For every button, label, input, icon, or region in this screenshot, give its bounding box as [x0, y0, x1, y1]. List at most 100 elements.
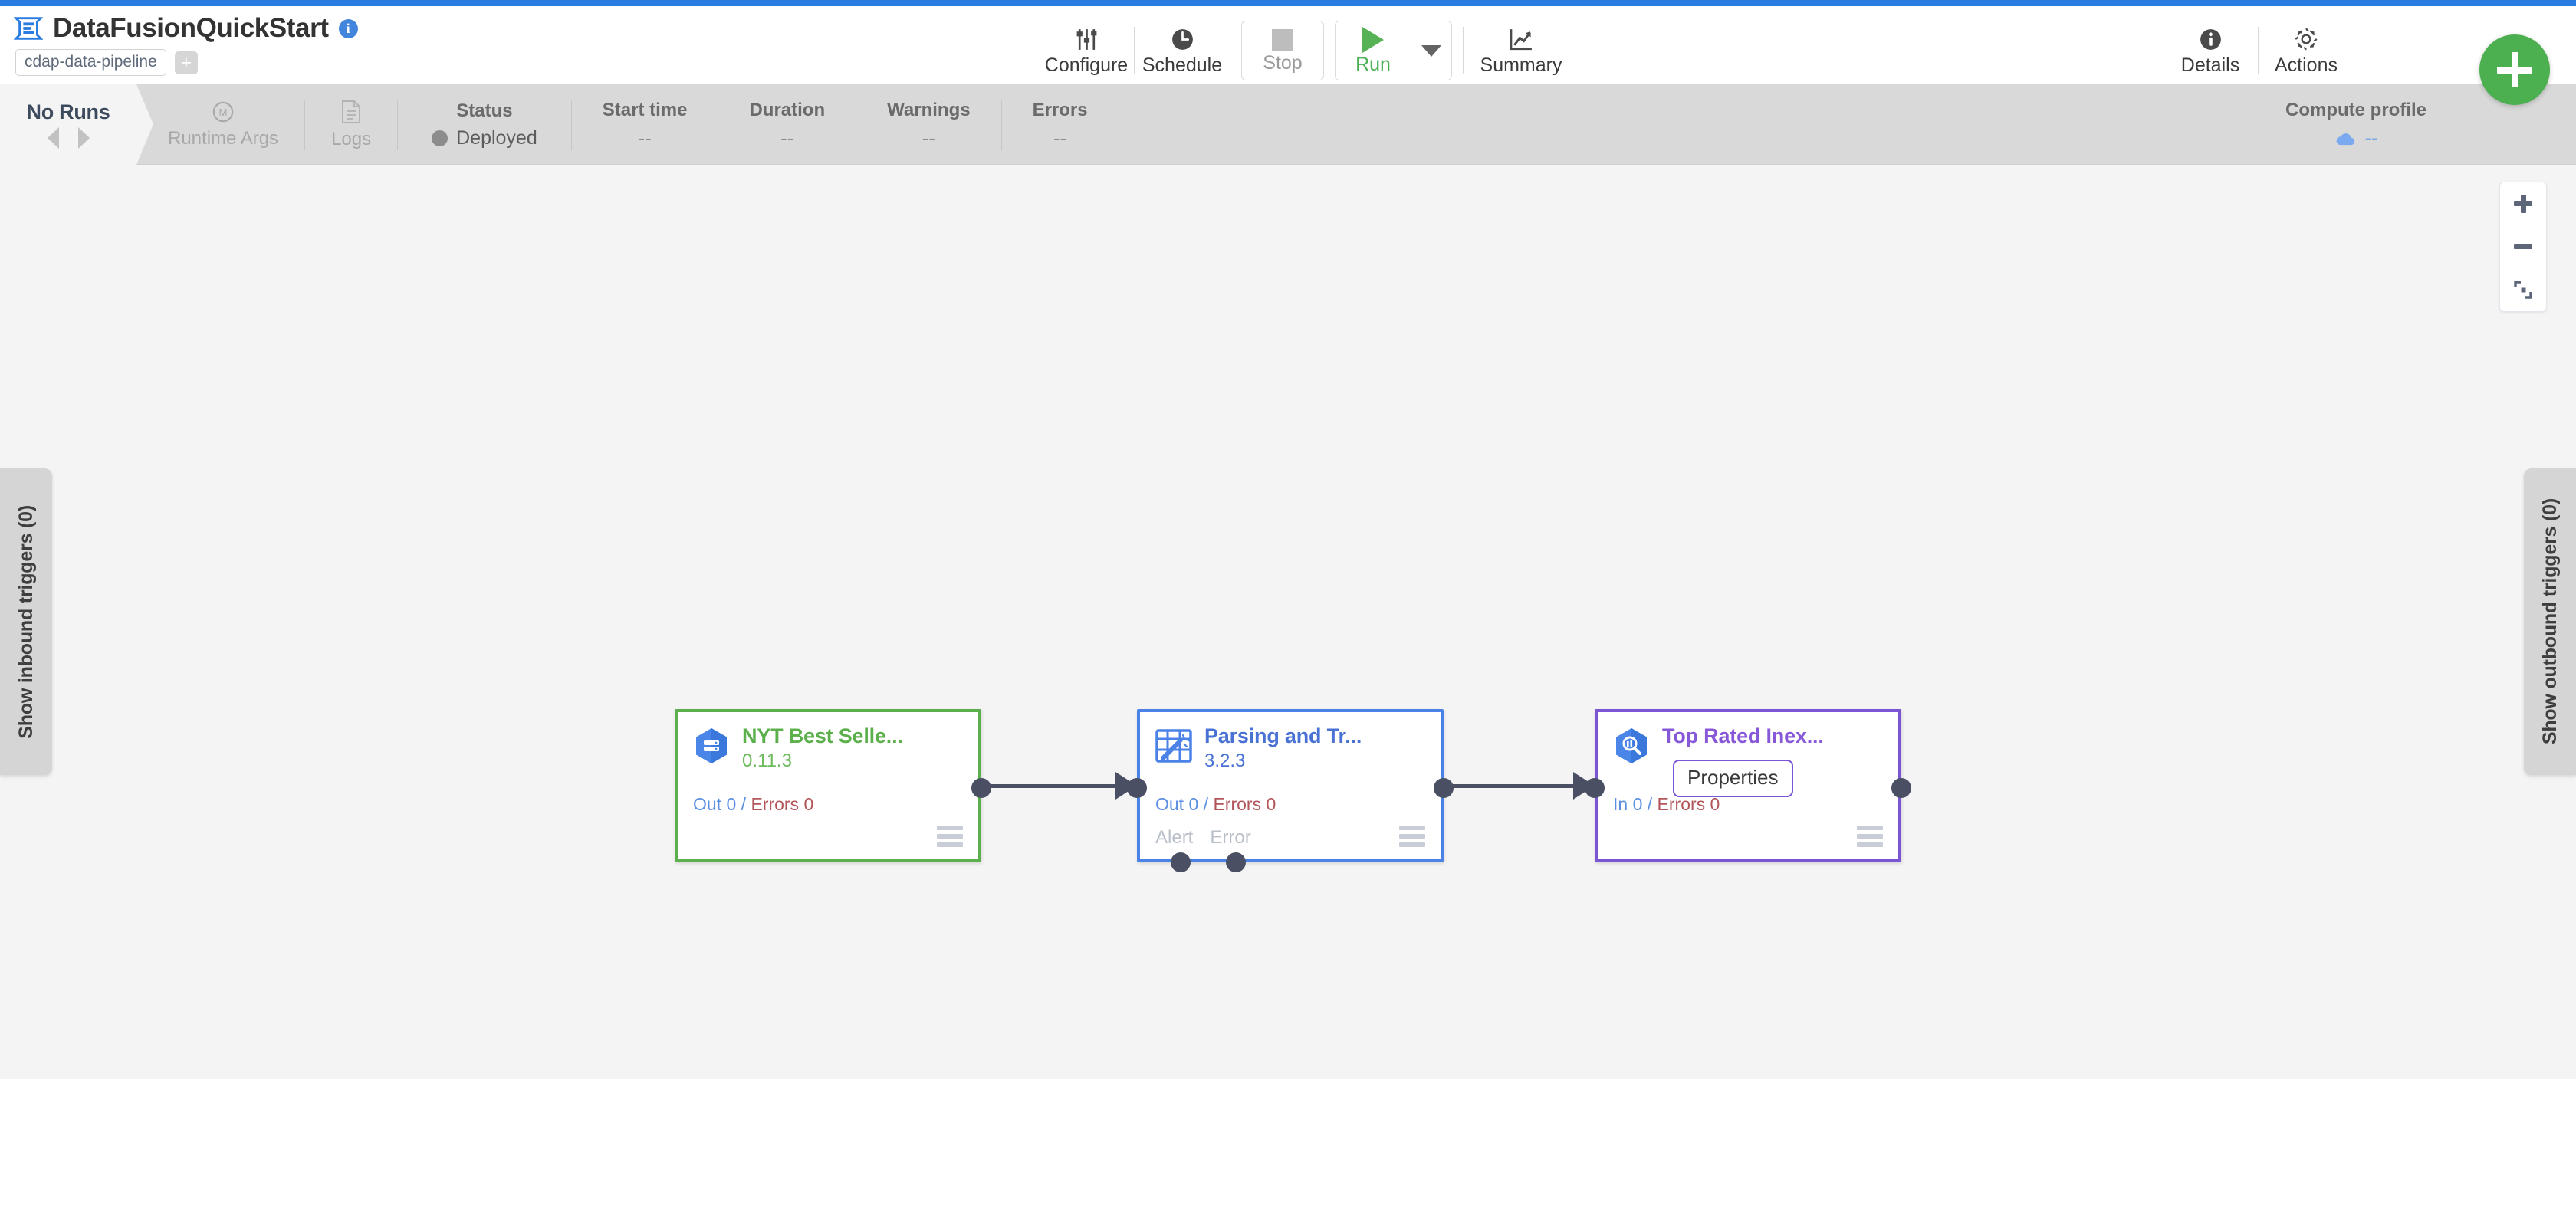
- stop-square-icon: [1272, 28, 1293, 51]
- outbound-triggers-label: Show outbound triggers (0): [2538, 498, 2561, 745]
- node-metrics-separator: /: [1642, 794, 1658, 814]
- menu-line: [1399, 842, 1425, 847]
- menu-line: [1857, 826, 1883, 830]
- runs-count-label: No Runs: [26, 100, 110, 123]
- add-tag-button[interactable]: +: [174, 51, 198, 74]
- previous-run-button[interactable]: [47, 127, 59, 149]
- node-in-count[interactable]: In 0: [1613, 794, 1643, 814]
- pipeline-title-block: DataFusionQuickStart i cdap-data-pipelin…: [13, 11, 358, 76]
- node-output-port[interactable]: [971, 778, 991, 798]
- compute-profile-value: --: [2364, 127, 2378, 149]
- details-label: Details: [2180, 54, 2240, 76]
- compute-profile-header: Compute profile: [2285, 100, 2426, 120]
- minus-icon: [2514, 244, 2532, 249]
- run-button[interactable]: Run: [1336, 21, 1411, 80]
- node-output-port[interactable]: [1891, 778, 1911, 798]
- page-title: DataFusionQuickStart: [53, 13, 329, 43]
- fit-to-screen-button[interactable]: [2500, 268, 2546, 311]
- node-port-labels: Alert Error: [1155, 827, 1251, 849]
- node-error-port[interactable]: [1226, 852, 1246, 872]
- node-alert-port[interactable]: [1171, 852, 1191, 872]
- compute-profile-field[interactable]: Compute profile --: [2285, 84, 2426, 165]
- logs-document-icon: [340, 100, 362, 124]
- node-menu-button[interactable]: [937, 826, 963, 847]
- node-errors-count[interactable]: Errors 0: [1657, 794, 1720, 814]
- pipeline-node-sink[interactable]: Top Rated Inex... Properties In 0 / Erro…: [1585, 709, 1911, 862]
- pipeline-canvas[interactable]: Show inbound triggers (0) Show outbound …: [0, 165, 2576, 1079]
- node-metrics-separator: /: [736, 794, 751, 814]
- add-plugin-fab-button[interactable]: [2479, 34, 2550, 105]
- node-metrics: Out 0 / Errors 0: [1155, 794, 1276, 815]
- actions-button[interactable]: Actions: [2259, 12, 2354, 89]
- chevron-down-icon: [1421, 44, 1441, 57]
- cloud-icon: [2334, 131, 2358, 146]
- toolbar-divider: [2258, 27, 2259, 74]
- node-menu-button[interactable]: [1399, 826, 1425, 847]
- actions-label: Actions: [2275, 54, 2338, 76]
- connection-transform-to-sink[interactable]: [1447, 784, 1592, 788]
- start-time-value: --: [638, 126, 652, 149]
- play-icon: [1362, 27, 1384, 53]
- duration-field: Duration --: [718, 84, 856, 165]
- show-inbound-triggers-tab[interactable]: Show inbound triggers (0): [0, 468, 52, 775]
- configure-label: Configure: [1044, 54, 1129, 76]
- node-version-label: 3.2.3: [1204, 750, 1246, 772]
- menu-line: [937, 842, 963, 847]
- plus-icon: [2511, 52, 2518, 87]
- connection-source-to-transform[interactable]: [987, 784, 1132, 788]
- pipeline-node-source[interactable]: NYT Best Selle... 0.11.3 Out 0 / Errors …: [675, 709, 991, 862]
- node-metrics-separator: /: [1198, 794, 1214, 814]
- status-divider: [304, 99, 306, 150]
- node-out-count[interactable]: Out 0: [693, 794, 737, 814]
- zoom-out-button[interactable]: [2500, 225, 2546, 268]
- node-properties-tooltip[interactable]: Properties: [1673, 760, 1793, 797]
- toolbar-divider: [1134, 27, 1135, 74]
- logs-button[interactable]: Logs: [305, 84, 397, 165]
- run-button-group: Run: [1335, 21, 1452, 80]
- chart-line-icon: [1509, 27, 1534, 52]
- toolbar-center: Configure Schedule Stop: [1039, 12, 1579, 89]
- node-errors-count[interactable]: Errors 0: [751, 794, 814, 814]
- warnings-field: Warnings --: [856, 84, 1001, 165]
- menu-line: [1857, 842, 1883, 847]
- menu-line: [1399, 826, 1425, 830]
- status-dot-icon: [432, 130, 449, 146]
- node-output-port[interactable]: [1434, 778, 1454, 798]
- zoom-in-button[interactable]: [2500, 182, 2546, 225]
- logs-label: Logs: [331, 128, 372, 149]
- summary-button[interactable]: Summary: [1464, 12, 1579, 89]
- pipeline-info-icon[interactable]: i: [338, 18, 358, 38]
- runtime-args-button[interactable]: M Runtime Args: [142, 84, 304, 165]
- warnings-header: Warnings: [887, 99, 971, 120]
- next-run-button[interactable]: [77, 127, 90, 149]
- duration-header: Duration: [749, 99, 826, 120]
- duration-value: --: [780, 126, 794, 149]
- run-label: Run: [1355, 54, 1391, 75]
- node-menu-button[interactable]: [1857, 826, 1883, 847]
- pipeline-node-transform[interactable]: Parsing and Tr... 3.2.3 Out 0 / Errors 0…: [1127, 709, 1454, 872]
- plus-icon: [2520, 194, 2526, 213]
- details-button[interactable]: Details: [2163, 12, 2258, 89]
- show-outbound-triggers-tab[interactable]: Show outbound triggers (0): [2524, 468, 2576, 775]
- warnings-value: --: [922, 126, 936, 149]
- start-time-field: Start time --: [572, 84, 718, 165]
- fit-to-screen-icon: [2513, 280, 2533, 300]
- configure-button[interactable]: Configure: [1039, 12, 1134, 89]
- stop-button[interactable]: Stop: [1241, 21, 1324, 80]
- node-out-count[interactable]: Out 0: [1155, 794, 1199, 814]
- app-header: DataFusionQuickStart i cdap-data-pipelin…: [0, 6, 2576, 105]
- runtime-args-label: Runtime Args: [168, 127, 279, 149]
- node-input-port[interactable]: [1585, 778, 1605, 798]
- node-name-label: Parsing and Tr...: [1204, 724, 1362, 747]
- menu-line: [1857, 834, 1883, 839]
- schedule-button[interactable]: Schedule: [1135, 12, 1230, 89]
- errors-value: --: [1053, 126, 1067, 149]
- artifact-type-tag[interactable]: cdap-data-pipeline: [15, 49, 166, 76]
- info-icon: [2198, 27, 2223, 52]
- bottom-area: [0, 1080, 2576, 1205]
- node-input-port[interactable]: [1127, 778, 1147, 798]
- node-errors-count[interactable]: Errors 0: [1213, 794, 1276, 814]
- run-dropdown-button[interactable]: [1411, 21, 1451, 80]
- runs-tab[interactable]: No Runs: [0, 84, 153, 165]
- errors-header: Errors: [1032, 99, 1088, 120]
